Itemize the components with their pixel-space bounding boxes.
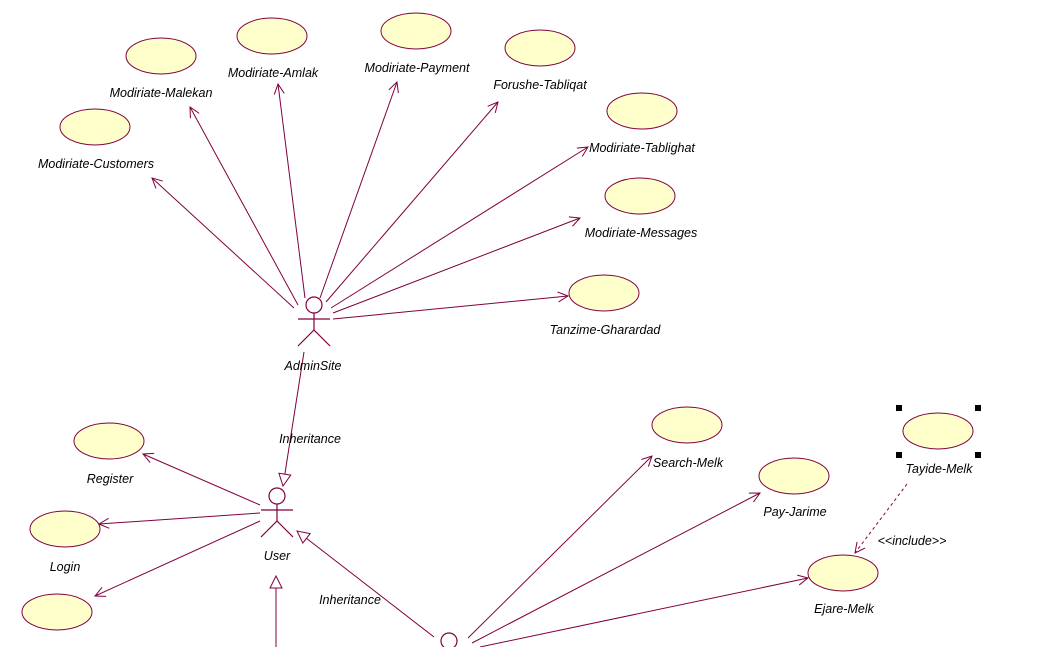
association-edge[interactable] bbox=[143, 454, 261, 506]
association-edge[interactable] bbox=[95, 520, 261, 596]
usecase-label: Login bbox=[50, 560, 81, 574]
selection-handle[interactable] bbox=[896, 405, 902, 411]
association-edge[interactable] bbox=[471, 493, 760, 644]
usecase-label: Register bbox=[87, 472, 134, 486]
usecase-modiriate-messages[interactable] bbox=[604, 177, 676, 215]
association-edge[interactable] bbox=[99, 512, 261, 524]
usecase-login[interactable] bbox=[29, 510, 101, 548]
association-edge[interactable] bbox=[332, 218, 580, 314]
usecase-label: Forushe-Tabliqat bbox=[493, 78, 587, 92]
usecase-label: Ejare-Melk bbox=[814, 602, 874, 616]
relation-label: <<include>> bbox=[878, 534, 947, 548]
selection-handle[interactable] bbox=[975, 405, 981, 411]
usecase-label: Tanzime-Gharardad bbox=[550, 323, 662, 337]
usecase-modiriate-payment[interactable] bbox=[380, 12, 452, 50]
usecase-label: Tayide-Melk bbox=[906, 462, 974, 476]
usecase-modiriate-malekan[interactable] bbox=[125, 37, 197, 75]
association-edge[interactable] bbox=[319, 82, 397, 299]
usecase-label: Modiriate-Customers bbox=[38, 157, 154, 171]
actor-label: AdminSite bbox=[284, 359, 342, 373]
usecase-pay-jarime[interactable] bbox=[758, 457, 830, 495]
association-edge[interactable] bbox=[332, 296, 568, 320]
usecase-modiriate-amlak[interactable] bbox=[236, 17, 308, 55]
usecase-label: Modiriate-Messages bbox=[585, 226, 698, 240]
selection-handle[interactable] bbox=[975, 452, 981, 458]
relation-label: Inheritance bbox=[319, 593, 381, 607]
relation-label: Inheritance bbox=[279, 432, 341, 446]
usecase-label: Pay-Jarime bbox=[763, 505, 826, 519]
actor-user[interactable] bbox=[260, 487, 294, 538]
association-edge[interactable] bbox=[278, 84, 306, 299]
actor-partial[interactable] bbox=[440, 632, 458, 647]
usecase-label: Search-Melk bbox=[653, 456, 724, 470]
usecase-forushe-tabliqat[interactable] bbox=[504, 29, 576, 67]
actor-adminsite[interactable] bbox=[297, 296, 331, 347]
usecase-logout[interactable] bbox=[21, 593, 93, 631]
association-edge[interactable] bbox=[479, 578, 808, 647]
usecase-register[interactable] bbox=[73, 422, 145, 460]
usecase-label: Modiriate-Payment bbox=[365, 61, 470, 75]
include-edge[interactable] bbox=[855, 483, 908, 553]
usecase-search-melk[interactable] bbox=[651, 406, 723, 444]
selection-handle[interactable] bbox=[896, 452, 902, 458]
usecase-tayide-melk[interactable] bbox=[902, 412, 974, 450]
usecase-modiriate-customers[interactable] bbox=[59, 108, 131, 146]
usecase-modiriate-tablighat[interactable] bbox=[606, 92, 678, 130]
association-edge[interactable] bbox=[330, 147, 588, 309]
usecase-label: Modiriate-Malekan bbox=[110, 86, 213, 100]
usecase-tanzime-gharardad[interactable] bbox=[568, 274, 640, 312]
usecase-label: Modiriate-Tablighat bbox=[589, 141, 695, 155]
inheritance-edge[interactable] bbox=[283, 351, 305, 486]
actor-label: User bbox=[264, 549, 291, 563]
usecase-label: Modiriate-Amlak bbox=[228, 66, 319, 80]
association-edge[interactable] bbox=[190, 107, 299, 306]
inheritance-edge[interactable] bbox=[297, 531, 435, 638]
association-edge[interactable] bbox=[467, 456, 652, 639]
usecase-ejare-melk[interactable] bbox=[807, 554, 879, 592]
association-edge[interactable] bbox=[325, 102, 498, 303]
association-edge[interactable] bbox=[152, 178, 295, 309]
